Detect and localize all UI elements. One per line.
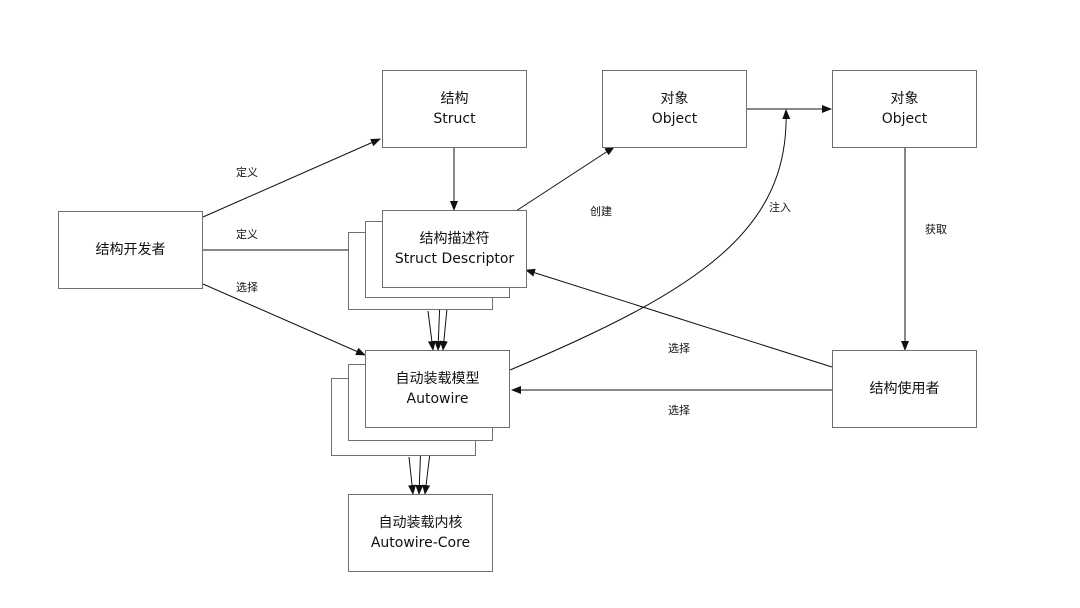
label-inject: 注入 — [769, 201, 791, 214]
object-node-2-zh: 对象 — [890, 91, 919, 107]
label-user-select-descriptor: 选择 — [668, 342, 690, 355]
object-node-2[interactable]: 对象 Object — [832, 70, 977, 148]
object-node-1-en: Object — [651, 111, 698, 127]
struct-node-zh: 结构 — [440, 91, 469, 107]
descriptor-node[interactable]: 结构描述符 Struct Descriptor — [382, 210, 527, 288]
developer-node[interactable]: 结构开发者 — [58, 211, 203, 289]
label-define-descriptor: 定义 — [236, 228, 258, 241]
autowire-node-zh: 自动装载模型 — [395, 371, 480, 387]
object-node-1-zh: 对象 — [660, 91, 689, 107]
label-select-autowire: 选择 — [236, 281, 258, 294]
edge-developer-to-struct — [202, 138, 381, 218]
user-node[interactable]: 结构使用者 — [832, 350, 977, 428]
label-fetch: 获取 — [925, 223, 947, 236]
core-node-zh: 自动装载内核 — [378, 515, 463, 531]
core-node[interactable]: 自动装载内核 Autowire-Core — [348, 494, 493, 572]
edge-autowire-inject-object — [509, 109, 791, 371]
user-node-zh: 结构使用者 — [869, 381, 940, 397]
label-user-select-autowire: 选择 — [668, 404, 690, 417]
edge-descriptor-stack-to-autowire-1 — [427, 310, 436, 351]
edge-developer-to-autowire — [202, 283, 366, 356]
label-create: 创建 — [590, 205, 612, 218]
struct-node-en: Struct — [433, 111, 476, 127]
edge-user-to-descriptor — [525, 268, 833, 368]
struct-node[interactable]: 结构 Struct — [382, 70, 527, 148]
descriptor-node-en: Struct Descriptor — [394, 251, 515, 267]
edge-descriptor-to-object — [515, 146, 615, 212]
object-node-1[interactable]: 对象 Object — [602, 70, 747, 148]
autowire-node-en: Autowire — [406, 391, 469, 407]
core-node-en: Autowire-Core — [370, 535, 471, 551]
descriptor-node-zh: 结构描述符 — [419, 231, 490, 247]
label-define-struct: 定义 — [236, 166, 258, 179]
autowire-node[interactable]: 自动装载模型 Autowire — [365, 350, 510, 428]
object-node-2-en: Object — [881, 111, 928, 127]
developer-node-zh: 结构开发者 — [95, 242, 166, 258]
edge-autowire-stack-to-core-1 — [408, 456, 417, 495]
